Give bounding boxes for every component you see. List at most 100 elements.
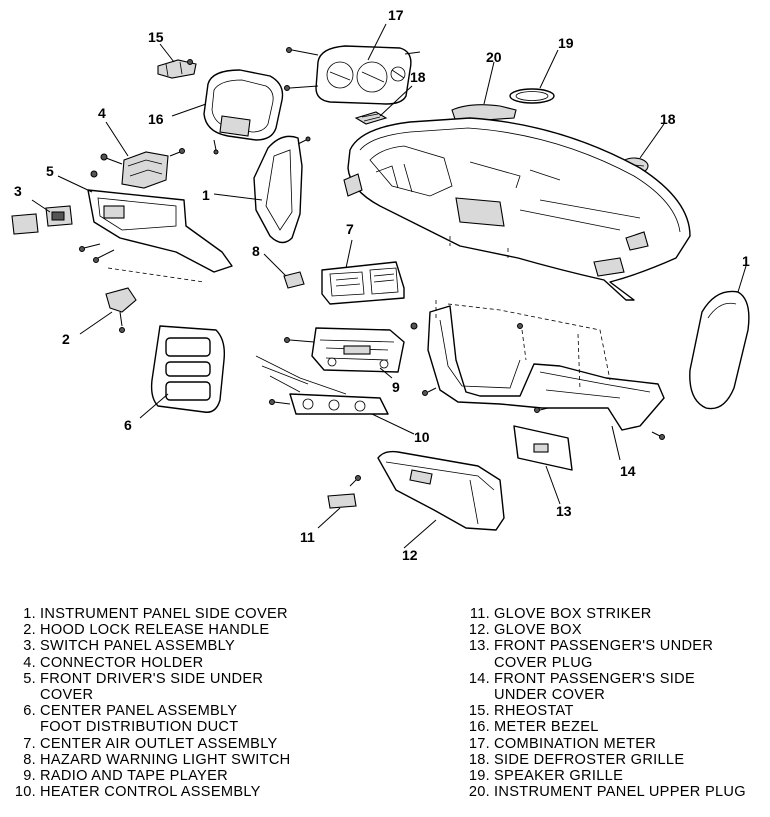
legend-item-text: HAZARD WARNING LIGHT SWITCH — [40, 751, 291, 768]
legend-item-number: 15. — [468, 703, 490, 720]
legend-item-number: 14. — [468, 670, 490, 687]
callout-20: 20 — [486, 49, 502, 65]
legend-item: 15.RHEOSTAT — [460, 703, 770, 719]
legend-item-text: GLOVE BOX — [494, 622, 582, 639]
legend-item-text: SWITCH PANEL ASSEMBLY — [40, 638, 235, 655]
legend-item-number: 11. — [469, 606, 490, 622]
legend-item: 7.CENTER AIR OUTLET ASSEMBLY — [6, 736, 336, 752]
legend-item-number: 12. — [468, 622, 490, 639]
callout-5: 5 — [46, 163, 54, 179]
legend-item-text: CENTER PANEL ASSEMBLY FOOT DISTRIBUTION … — [40, 703, 239, 736]
legend-item-number: 8. — [23, 751, 36, 768]
callout-12: 12 — [402, 547, 418, 563]
legend-item-number: 19. — [468, 768, 490, 785]
passenger-under-cover-part — [410, 300, 665, 440]
callout-labels: 17 15 20 19 18 16 4 18 5 3 1 7 1 8 2 6 9… — [14, 7, 750, 563]
legend-item-number: 9. — [23, 768, 36, 785]
callout-10: 10 — [414, 429, 430, 445]
legend-item: 17.COMBINATION METER — [460, 736, 770, 752]
callout-2: 2 — [62, 331, 70, 347]
callout-4: 4 — [98, 105, 106, 121]
legend-item-text: FRONT DRIVER'S SIDE UNDER COVER — [40, 670, 264, 704]
callout-18-right: 18 — [660, 111, 676, 127]
legend-item-text: SIDE DEFROSTER GRILLE — [494, 751, 685, 768]
glove-box-part — [377, 450, 505, 531]
legend-item-text: FRONT PASSENGER'S SIDE UNDER COVER — [494, 670, 696, 704]
legend-item-number: 2. — [23, 622, 36, 639]
legend-item-number: 3. — [23, 638, 36, 655]
legend-item: 11.GLOVE BOX STRIKER — [460, 606, 770, 622]
center-air-outlet-part — [321, 261, 405, 305]
callout-6: 6 — [124, 417, 132, 433]
legend-item-number: 4. — [23, 654, 36, 671]
legend-item-number: 17. — [468, 735, 490, 752]
exploded-view-diagram: 17 15 20 19 18 16 4 18 5 3 1 7 1 8 2 6 9… — [11, 7, 750, 563]
legend-item: 6.CENTER PANEL ASSEMBLY FOOT DISTRIBUTIO… — [6, 703, 336, 735]
legend-item: 10.HEATER CONTROL ASSEMBLY — [6, 784, 336, 800]
legend-item: 18.SIDE DEFROSTER GRILLE — [460, 752, 770, 768]
legend-item-text: FRONT PASSENGER'S UNDER COVER PLUG — [494, 638, 714, 671]
callout-13: 13 — [556, 503, 572, 519]
legend-item-text: GLOVE BOX STRIKER — [494, 606, 652, 622]
legend-item: 14.FRONT PASSENGER'S SIDE UNDER COVER — [460, 671, 770, 703]
legend-item-text: RADIO AND TAPE PLAYER — [40, 768, 228, 785]
callout-3: 3 — [14, 183, 22, 199]
legend-item: 16.METER BEZEL — [460, 719, 770, 735]
hood-release-handle-part — [105, 287, 137, 333]
instrument-panel-part — [343, 117, 691, 301]
side-cover-right-part — [689, 290, 750, 410]
combination-meter-part — [284, 45, 421, 105]
legend-item: 13.FRONT PASSENGER'S UNDER COVER PLUG — [460, 638, 770, 670]
legend-item: 20.INSTRUMENT PANEL UPPER PLUG — [460, 784, 770, 800]
meter-bezel-part — [203, 69, 284, 155]
heater-control-part — [255, 355, 389, 415]
legend-item-number: 20. — [468, 784, 490, 801]
legend-item-text: SPEAKER GRILLE — [494, 768, 624, 785]
passenger-under-cover-plug-part — [513, 425, 573, 471]
legend-item-text: HEATER CONTROL ASSEMBLY — [40, 784, 261, 801]
legend-item: 8.HAZARD WARNING LIGHT SWITCH — [6, 752, 336, 768]
legend-item-number: 18. — [468, 751, 490, 768]
legend-item-text: HOOD LOCK RELEASE HANDLE — [40, 622, 270, 639]
legend-item-text: INSTRUMENT PANEL UPPER PLUG — [494, 784, 746, 801]
callout-19: 19 — [558, 35, 574, 51]
hazard-switch-part — [283, 271, 305, 289]
legend-item-number: 16. — [468, 719, 490, 736]
callout-1-right: 1 — [742, 253, 750, 269]
legend-item-number: 1. — [23, 606, 36, 622]
legend-item: 5.FRONT DRIVER'S SIDE UNDER COVER — [6, 671, 336, 703]
side-cover-left-part — [253, 135, 311, 244]
legend-item-text: INSTRUMENT PANEL SIDE COVER — [40, 606, 288, 622]
callout-1-left: 1 — [202, 187, 210, 203]
legend-item-text: COMBINATION METER — [494, 735, 657, 752]
legend-item-text: CENTER AIR OUTLET ASSEMBLY — [40, 735, 278, 752]
callout-14: 14 — [620, 463, 636, 479]
callout-8: 8 — [252, 243, 260, 259]
radio-tape-player-part — [284, 327, 405, 373]
legend-item-number: 10. — [14, 784, 36, 801]
legend-item-number: 7. — [23, 735, 36, 752]
callout-9: 9 — [392, 379, 400, 395]
legend-item-text: METER BEZEL — [494, 719, 599, 736]
driver-under-cover-part — [79, 189, 233, 283]
callout-15: 15 — [148, 29, 164, 45]
legend-item-text: RHEOSTAT — [494, 703, 574, 720]
legend-item-number: 5. — [23, 670, 36, 687]
legend-item: 19.SPEAKER GRILLE — [460, 768, 770, 784]
legend-item: 2.HOOD LOCK RELEASE HANDLE — [6, 622, 336, 638]
legend-item-number: 13. — [468, 638, 490, 655]
legend-item: 12.GLOVE BOX — [460, 622, 770, 638]
legend-item: 9.RADIO AND TAPE PLAYER — [6, 768, 336, 784]
connector-holder-part — [90, 148, 185, 189]
speaker-grille-part — [509, 88, 555, 104]
callout-17: 17 — [388, 7, 404, 23]
legend-item: 1.INSTRUMENT PANEL SIDE COVER — [6, 606, 336, 622]
glove-box-striker-part — [327, 475, 361, 509]
legend-item-text: CONNECTOR HOLDER — [40, 654, 204, 671]
switch-panel-part — [11, 205, 73, 235]
legend-item: 4.CONNECTOR HOLDER — [6, 655, 336, 671]
